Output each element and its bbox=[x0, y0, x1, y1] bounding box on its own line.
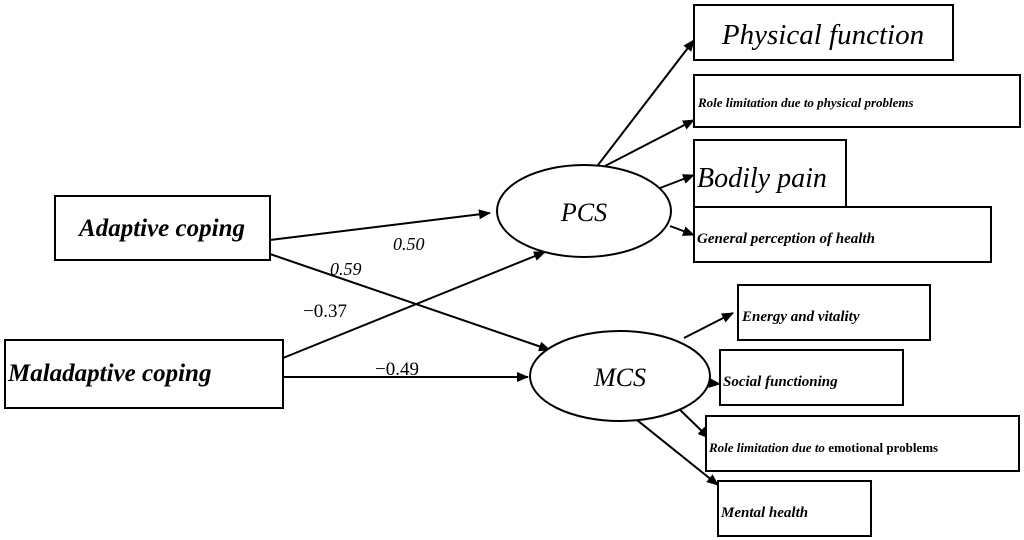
energy-vitality-node: Energy and vitality bbox=[737, 284, 931, 341]
maladaptive-coping-node: Maladaptive coping bbox=[4, 339, 284, 409]
social-functioning-label: Social functioning bbox=[723, 374, 838, 390]
edge-pcs-role-physical bbox=[604, 119, 695, 167]
coef-adaptive-mcs: 0.59 bbox=[330, 259, 362, 279]
edge-mcs-mental-health bbox=[631, 415, 719, 486]
role-emotional-node: Role limitation due to emotional problem… bbox=[705, 415, 1020, 472]
bodily-pain-label: Bodily pain bbox=[697, 163, 827, 194]
mcs-node: MCS bbox=[529, 330, 711, 422]
coef-maladaptive-mcs: −0.49 bbox=[375, 359, 419, 380]
edge-pcs-bodily-pain bbox=[659, 174, 695, 189]
edge-adaptive-mcs bbox=[269, 253, 551, 352]
adaptive-coping-label: Adaptive coping bbox=[77, 215, 245, 242]
physical-function-node: Physical function bbox=[693, 4, 954, 61]
edge-pcs-physical-function bbox=[597, 39, 695, 166]
coef-adaptive-pcs: 0.50 bbox=[393, 234, 425, 254]
mental-health-node: Mental health bbox=[717, 480, 872, 537]
edge-adaptive-pcs bbox=[269, 209, 491, 241]
mcs-label: MCS bbox=[593, 363, 646, 392]
edge-mcs-energy bbox=[683, 312, 734, 339]
coef-maladaptive-pcs: −0.37 bbox=[303, 301, 347, 322]
edge-pcs-general-health bbox=[669, 225, 695, 236]
role-emotional-label-prefix: Role limitation due to bbox=[708, 440, 828, 455]
role-physical-label: Role limitation due to physical problems bbox=[697, 95, 914, 110]
physical-function-label: Physical function bbox=[721, 19, 924, 51]
mental-health-label: Mental health bbox=[720, 505, 808, 521]
role-physical-node: Role limitation due to physical problems bbox=[693, 74, 1021, 128]
general-health-label: General perception of health bbox=[697, 231, 875, 247]
adaptive-coping-node: Adaptive coping bbox=[54, 195, 271, 261]
energy-vitality-label: Energy and vitality bbox=[741, 309, 860, 325]
general-health-node: General perception of health bbox=[693, 206, 992, 263]
edge-maladaptive-pcs bbox=[282, 251, 546, 359]
pcs-node: PCS bbox=[496, 164, 672, 258]
edge-mcs-role-emotional bbox=[674, 404, 710, 439]
bodily-pain-node: Bodily pain bbox=[693, 139, 847, 209]
role-emotional-label-suffix: emotional problems bbox=[828, 440, 938, 455]
maladaptive-coping-label: Maladaptive coping bbox=[7, 360, 211, 387]
pcs-label: PCS bbox=[560, 198, 607, 227]
role-emotional-label: Role limitation due to emotional problem… bbox=[708, 440, 938, 455]
edges bbox=[269, 39, 734, 486]
social-functioning-node: Social functioning bbox=[719, 349, 904, 406]
